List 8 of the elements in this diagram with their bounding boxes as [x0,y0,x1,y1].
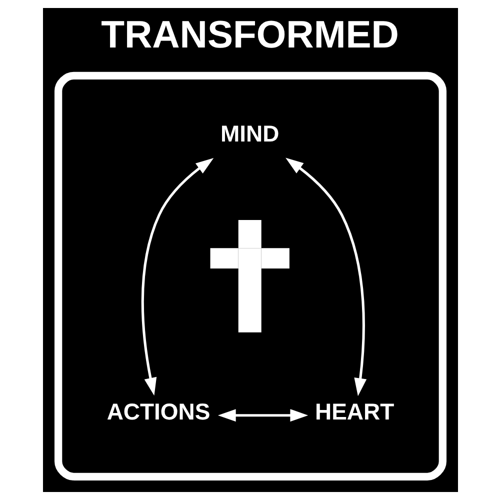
arrow [285,158,366,396]
node-text: ACTIONS [106,398,210,425]
arrow [140,158,214,396]
node-text: MIND [220,120,279,146]
arrow [217,409,308,422]
node-text: HEART [314,398,394,425]
diagram-title: TRANSFORMED [100,14,398,57]
cluster [54,72,446,480]
